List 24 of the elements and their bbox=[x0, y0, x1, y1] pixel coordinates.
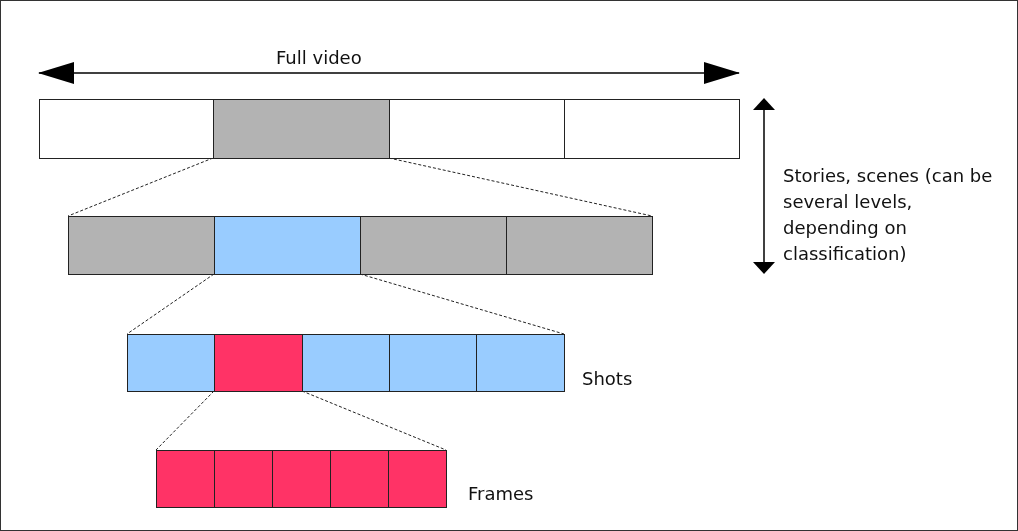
segment-box bbox=[156, 450, 215, 508]
label-text: Full video bbox=[276, 46, 363, 70]
segment-box bbox=[214, 450, 273, 508]
segment-box bbox=[389, 334, 477, 392]
zoom-line bbox=[155, 390, 215, 451]
segment-box bbox=[213, 99, 390, 159]
segment-box bbox=[506, 216, 653, 275]
segment-box bbox=[564, 99, 740, 159]
zoom-line bbox=[126, 273, 215, 335]
segment-box bbox=[330, 450, 389, 508]
segment-box bbox=[272, 450, 331, 508]
segment-box bbox=[214, 334, 303, 392]
label-text: Shots bbox=[582, 367, 634, 391]
segment-box bbox=[39, 99, 214, 159]
segment-box bbox=[127, 334, 215, 392]
segment-box bbox=[389, 99, 565, 159]
label-text: Frames bbox=[468, 482, 535, 506]
segment-box bbox=[302, 334, 390, 392]
segment-box bbox=[214, 216, 361, 275]
segment-box bbox=[68, 216, 215, 275]
segment-box bbox=[476, 334, 565, 392]
segment-box bbox=[388, 450, 447, 508]
label-text: Stories, scenes (can be several levels, depending on classification) bbox=[783, 164, 994, 266]
segment-box bbox=[360, 216, 507, 275]
